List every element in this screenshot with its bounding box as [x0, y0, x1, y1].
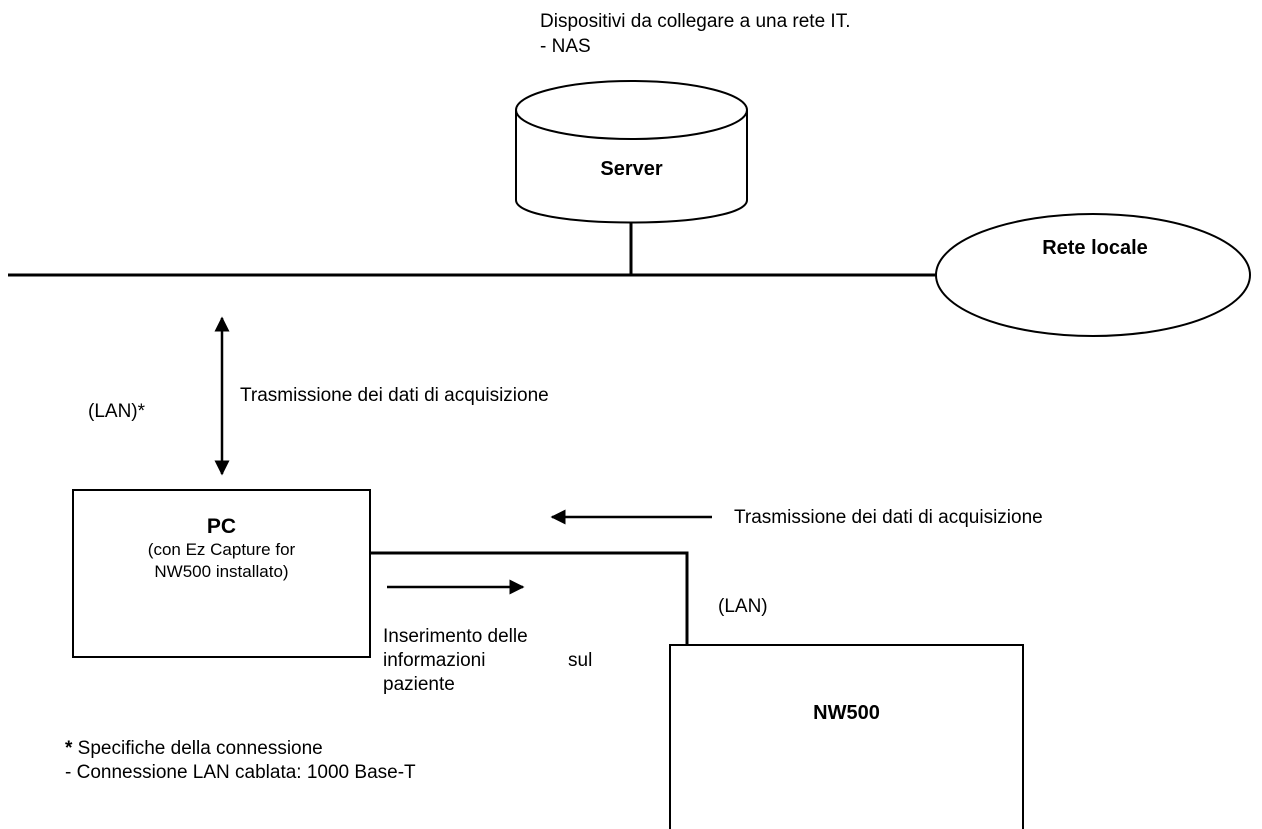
patient-info-line2a: informazioni — [383, 650, 486, 671]
network-label: Rete locale — [1042, 237, 1148, 259]
devices-note-line1: Dispositivi da collegare a una rete IT. — [540, 11, 851, 32]
patient-info-line1: Inserimento delle — [383, 626, 528, 647]
server-cylinder — [515, 80, 748, 224]
patient-info-line3: paziente — [383, 674, 455, 695]
pc-lan-label: (LAN)* — [88, 401, 146, 422]
devices-note-line2: - NAS — [540, 36, 591, 57]
spec-note-title: Specifiche della connessione — [72, 738, 323, 759]
spec-note-line1: * Specifiche della connessione — [65, 737, 323, 761]
nw500-transmission-label: Trasmissione dei dati di acquisizione — [734, 507, 1043, 528]
spec-note-star: * — [65, 738, 73, 759]
nw500-lan-label: (LAN) — [718, 596, 768, 617]
patient-info-line2b: sul — [568, 650, 593, 671]
pc-transmission-label: Trasmissione dei dati di acquisizione — [240, 385, 549, 406]
pc-nw500-cable — [370, 551, 689, 645]
pc-title: PC — [206, 515, 237, 538]
pc-box — [72, 489, 371, 658]
server-label: Server — [600, 158, 663, 180]
pc-subtitle-line2: NW500 installato) — [154, 562, 289, 581]
nw500-box — [669, 644, 1024, 829]
local-network-ellipse — [935, 213, 1251, 337]
nw500-label: NW500 — [813, 702, 880, 724]
spec-note-line2: - Connessione LAN cablata: 1000 Base-T — [65, 762, 416, 783]
pc-subtitle-line1: (con Ez Capture for — [147, 540, 296, 559]
